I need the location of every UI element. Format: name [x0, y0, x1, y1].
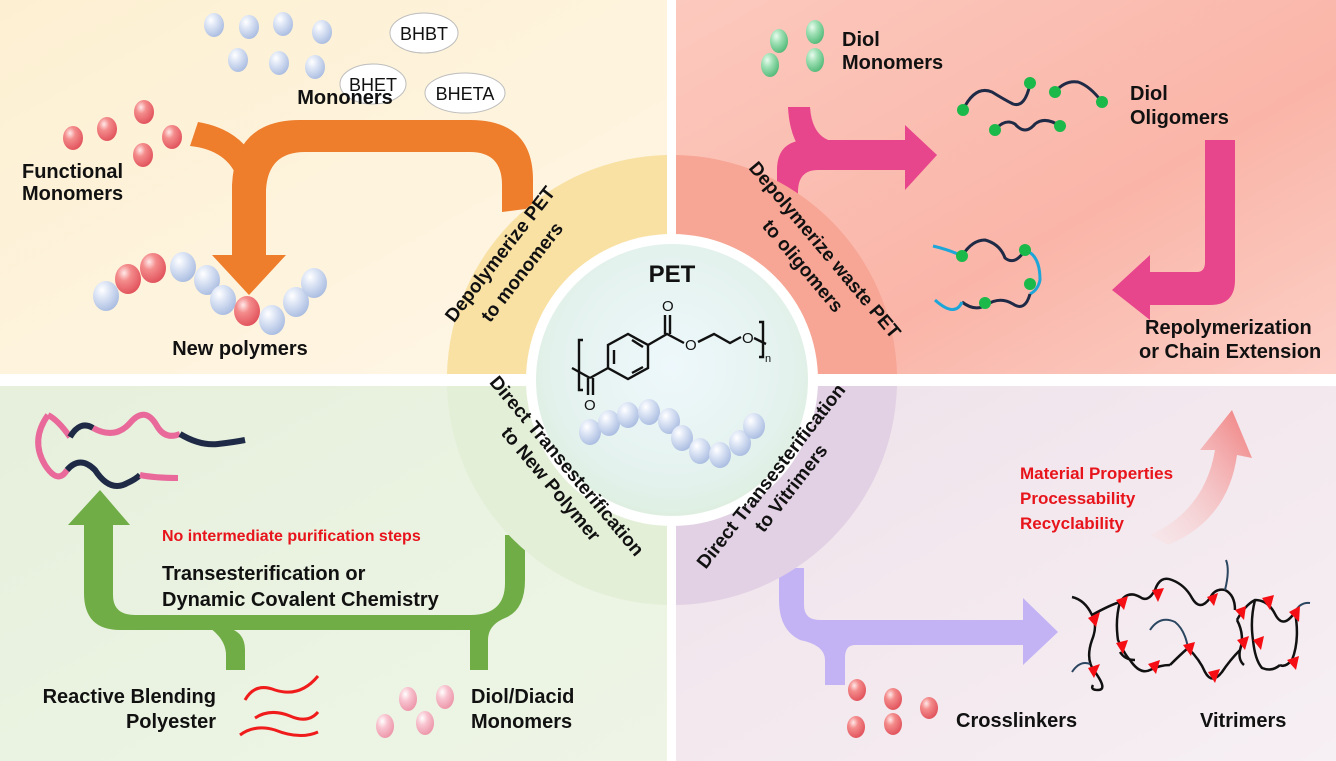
- crosslinker-bead: [884, 688, 902, 710]
- repolymerization-label-line1: Repolymerization: [1145, 317, 1312, 339]
- diacid-bead: [399, 687, 417, 711]
- ring-segment-top-right: [676, 155, 897, 374]
- new-polymers-label: New polymers: [172, 338, 308, 360]
- atom-o-left-carbonyl: O: [584, 397, 596, 414]
- benefit-recyclability: Recyclability: [1020, 514, 1124, 533]
- diol-oligomers-label-line2: Oligomers: [1130, 107, 1229, 129]
- crosslink-junctions: [1088, 588, 1300, 683]
- new-polymer-chain: [93, 252, 327, 335]
- diol-bead: [806, 20, 824, 44]
- process-label-line2: Dynamic Covalent Chemistry: [162, 589, 440, 611]
- ring-segment-bottom-right: [676, 386, 897, 605]
- crosslinker-bead: [848, 679, 866, 701]
- diol-monomers-label-line2: Monomers: [842, 52, 943, 74]
- pet-structure: PET O O O O n: [571, 261, 771, 468]
- pet-title: PET: [649, 261, 696, 288]
- badge-bheta-label: BHETA: [436, 84, 495, 104]
- diol-oligomers-label-line1: Diol: [1130, 83, 1168, 105]
- badge-bhet-label: BHET: [349, 75, 397, 95]
- functional-bead: [162, 125, 182, 149]
- diol-diacid-label-line2: Monomers: [471, 711, 572, 733]
- diacid-bead: [376, 714, 394, 738]
- badge-bheta: BHETA: [424, 72, 506, 114]
- crosslinker-beads: [847, 679, 938, 738]
- diol-bead: [761, 53, 779, 77]
- repolymerization-label-line2: or Chain Extension: [1139, 341, 1321, 363]
- orange-cycle-arrow: [212, 120, 533, 295]
- atom-o-carbonyl: O: [662, 298, 674, 315]
- functional-bead: [97, 117, 117, 141]
- top-left-quadrant: BHBT BHET BHETA Mononers Functional Mono…: [22, 12, 533, 360]
- monomer-beads: [204, 12, 332, 79]
- diol-monomers-label-line1: Diol: [842, 29, 880, 51]
- badge-bhet: BHET: [339, 63, 407, 105]
- pet-bead-chain: [579, 399, 765, 468]
- bottom-right-quadrant: Material Properties Processability Recyc…: [779, 410, 1311, 738]
- bottom-left-quadrant: No intermediate purification steps Trans…: [35, 411, 574, 738]
- atom-o-ester: O: [685, 337, 697, 354]
- diol-monomer-beads: [761, 20, 824, 77]
- green-arrow-branch-left: [210, 628, 245, 670]
- functional-label-line2: Monomers: [22, 183, 123, 205]
- functional-label-line1: Functional: [22, 161, 123, 183]
- diacid-bead: [436, 685, 454, 709]
- diol-oligomers: [961, 80, 1104, 132]
- atom-o-ether: O: [742, 330, 754, 347]
- crosslinker-bead: [920, 697, 938, 719]
- reactive-blending-label-line1: Reactive Blending: [43, 686, 216, 708]
- benefit-processability: Processability: [1020, 489, 1136, 508]
- repeat-subscript: n: [765, 353, 771, 365]
- extended-polymer-links: [956, 244, 1036, 309]
- benefit-material-properties: Material Properties: [1020, 464, 1173, 483]
- functional-bead: [133, 143, 153, 167]
- pink-arrow-branch: [788, 107, 835, 165]
- crosslinker-bead: [847, 716, 865, 738]
- monomer-bead: [204, 13, 224, 37]
- pet-skeletal-formula: [571, 315, 767, 395]
- oligomer-end-groups: [957, 77, 1108, 136]
- vitrimers-label: Vitrimers: [1200, 710, 1286, 732]
- monomer-bead: [312, 20, 332, 44]
- reactive-blending-label-line2: Polyester: [126, 711, 216, 733]
- monomer-bead: [239, 15, 259, 39]
- crosslinkers-label: Crosslinkers: [956, 710, 1077, 732]
- green-merge-arrow: [68, 490, 525, 670]
- functional-bead: [134, 100, 154, 124]
- monomer-bead: [273, 12, 293, 36]
- benefit-up-arrow: [1150, 410, 1252, 545]
- crosslinker-bead: [884, 713, 902, 735]
- badge-bhbt: BHBT: [389, 12, 459, 54]
- monomer-bead: [305, 55, 325, 79]
- diol-diacid-label-line1: Diol/Diacid: [471, 686, 574, 708]
- functional-bead: [63, 126, 83, 150]
- no-purification-note: No intermediate purification steps: [162, 528, 421, 545]
- monomer-bead: [228, 48, 248, 72]
- diol-diacid-beads: [376, 685, 454, 738]
- diol-bead: [806, 48, 824, 72]
- ring-segment-bottom-left: [447, 386, 667, 605]
- process-label-line1: Transesterification or: [162, 563, 366, 585]
- diacid-bead: [416, 711, 434, 735]
- functional-monomer-beads: [63, 100, 182, 167]
- monomers-label: Mononers: [297, 87, 393, 109]
- blended-copolymer: [35, 411, 246, 489]
- badge-bhbt-label: BHBT: [400, 24, 448, 44]
- top-right-quadrant: Diol Monomers Diol Oligomers R: [761, 20, 1321, 363]
- ring-segment-top-left: [447, 155, 667, 374]
- pink-arrow-to-repolymer: [1112, 140, 1235, 320]
- orange-arrow-branch: [190, 122, 260, 180]
- lavender-arrow-to-vitrimers: [779, 568, 1058, 685]
- polyester-strands: [239, 675, 320, 737]
- monomer-bead: [269, 51, 289, 75]
- diol-bead: [770, 29, 788, 53]
